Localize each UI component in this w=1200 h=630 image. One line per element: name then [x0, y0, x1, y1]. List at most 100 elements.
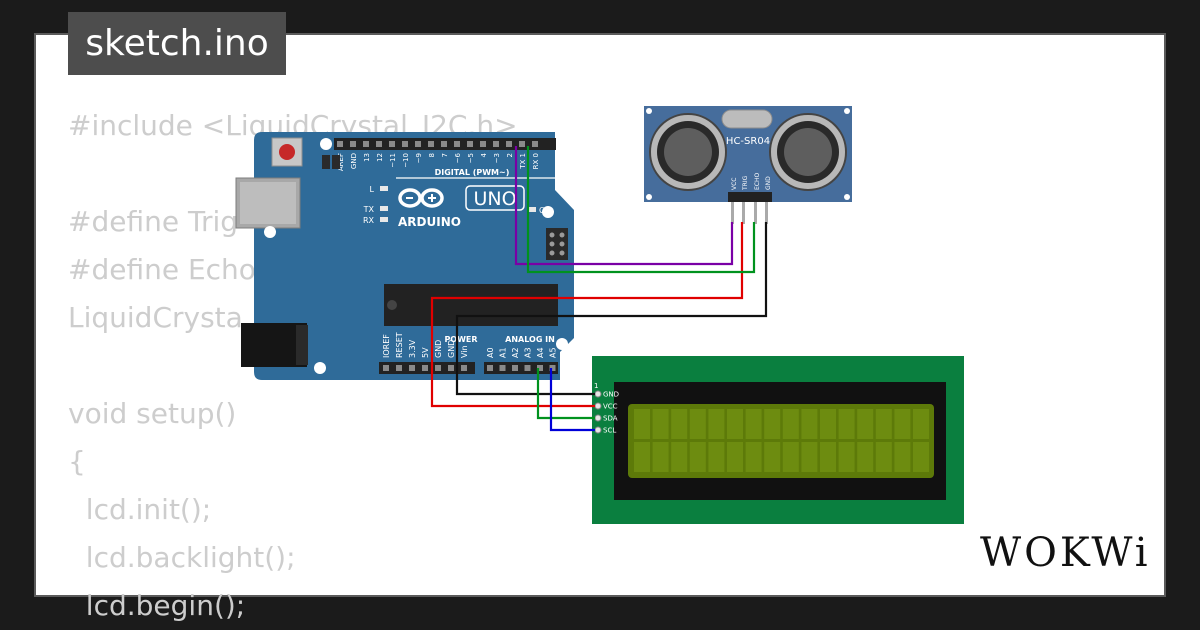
- header-pin[interactable]: [454, 141, 460, 147]
- lcd-cell: [801, 409, 818, 439]
- header-pin[interactable]: [428, 141, 434, 147]
- header-pin[interactable]: [506, 141, 512, 147]
- header-pin[interactable]: [537, 365, 543, 371]
- lcd-pin[interactable]: [594, 390, 602, 398]
- header-pin[interactable]: [363, 141, 369, 147]
- header-pin[interactable]: [415, 141, 421, 147]
- wire-sda[interactable]: [536, 368, 595, 420]
- lcd-cell: [652, 442, 669, 472]
- code-line: #define Trig: [68, 205, 239, 238]
- led-rx: [380, 217, 388, 222]
- arduino-logo-icon: [398, 188, 444, 208]
- lcd-pin-label: SDA: [603, 415, 618, 423]
- pin-label: A4: [536, 347, 545, 358]
- pin-label: ~11: [389, 153, 397, 168]
- lcd-cell: [745, 409, 762, 439]
- lcd-cell: [838, 409, 855, 439]
- lcd-cell: [634, 442, 650, 472]
- header-pin[interactable]: [383, 365, 389, 371]
- lcd-cell: [727, 409, 743, 439]
- header-pin[interactable]: [350, 141, 356, 147]
- lcd-cell: [838, 442, 855, 472]
- pin-label: 2: [506, 153, 514, 157]
- header-pin[interactable]: [422, 365, 428, 371]
- lcd-cell: [671, 442, 688, 472]
- led-l: [380, 186, 388, 191]
- lcd-cell: [857, 409, 874, 439]
- crystal: [721, 109, 773, 129]
- wire-gnd[interactable]: [455, 222, 768, 396]
- header-pin[interactable]: [524, 365, 531, 371]
- header-pin[interactable]: [480, 141, 486, 147]
- pin-label: ~3: [493, 153, 501, 163]
- pin-label: A0: [486, 347, 495, 358]
- pin-label: AREF: [337, 153, 345, 171]
- header-pin[interactable]: [499, 365, 506, 371]
- lcd-cell: [708, 409, 725, 439]
- header-pin[interactable]: [448, 365, 454, 371]
- header-pin[interactable]: [519, 141, 525, 147]
- led-on-label: ON: [539, 206, 551, 215]
- pin-label: A3: [524, 347, 533, 358]
- header-pin[interactable]: [441, 141, 447, 147]
- header-pin[interactable]: [487, 365, 493, 371]
- header-pin[interactable]: [532, 141, 538, 147]
- header-pin[interactable]: [467, 141, 473, 147]
- power-label: POWER: [444, 335, 477, 344]
- analog-header: [484, 362, 558, 374]
- header-pin[interactable]: [337, 141, 343, 147]
- pin-label: GND: [447, 340, 456, 358]
- wire-scl[interactable]: [549, 368, 595, 432]
- code-line: lcd.begin();: [68, 589, 246, 622]
- pin-label: A5: [549, 347, 558, 358]
- transducer-right-icon: [769, 113, 847, 191]
- pin-label: A1: [499, 347, 508, 358]
- sensor-pin-label: TRIG: [742, 175, 749, 191]
- wokwi-logo: WOKWi: [980, 530, 1151, 576]
- lcd-cell: [875, 442, 892, 472]
- reset-button[interactable]: [271, 137, 303, 167]
- lcd-cell: [652, 409, 669, 439]
- code-line: LiquidCrysta: [68, 301, 243, 334]
- wires: [430, 146, 768, 432]
- header-pin[interactable]: [493, 141, 499, 147]
- lcd-cell: [801, 442, 818, 472]
- pin-label: 8: [428, 153, 436, 157]
- header-pin[interactable]: [435, 365, 441, 371]
- wire-trig[interactable]: [514, 146, 734, 266]
- header-pin[interactable]: [461, 365, 467, 371]
- header-pin[interactable]: [376, 141, 382, 147]
- header-pin[interactable]: [549, 365, 556, 371]
- led-tx: [380, 206, 388, 211]
- pin-label: RESET: [395, 332, 404, 358]
- lcd-pin[interactable]: [594, 426, 602, 434]
- analog-label: ANALOG IN: [505, 335, 555, 344]
- lcd-cell: [782, 442, 799, 472]
- lcd-pin-label: SCL: [603, 427, 616, 435]
- lcd-pin[interactable]: [594, 414, 602, 422]
- lcd-pin-label: GND: [603, 391, 619, 399]
- lcd-pin-1-label: 1: [594, 382, 598, 390]
- pin-label: 13: [363, 153, 371, 162]
- lcd-pin[interactable]: [594, 402, 602, 410]
- lcd-cell: [875, 409, 892, 439]
- pin-label: ~5: [467, 153, 475, 163]
- header-pin[interactable]: [389, 141, 395, 147]
- wire-echo[interactable]: [526, 146, 756, 274]
- mount-hole: [556, 338, 568, 350]
- header-pin[interactable]: [396, 365, 402, 371]
- pin-label: IOREF: [382, 334, 391, 358]
- file-tab[interactable]: sketch.ino: [68, 12, 286, 75]
- header-pin[interactable]: [512, 365, 518, 371]
- code-line: lcd.init();: [68, 493, 212, 526]
- pin-label: 5V: [421, 347, 430, 358]
- lcd-cell: [894, 409, 911, 439]
- header-pin[interactable]: [409, 365, 415, 371]
- header-pin[interactable]: [402, 141, 408, 147]
- lcd-cell: [913, 442, 929, 472]
- pin-label: TX 1: [519, 153, 527, 170]
- led-l-label: L: [370, 185, 375, 194]
